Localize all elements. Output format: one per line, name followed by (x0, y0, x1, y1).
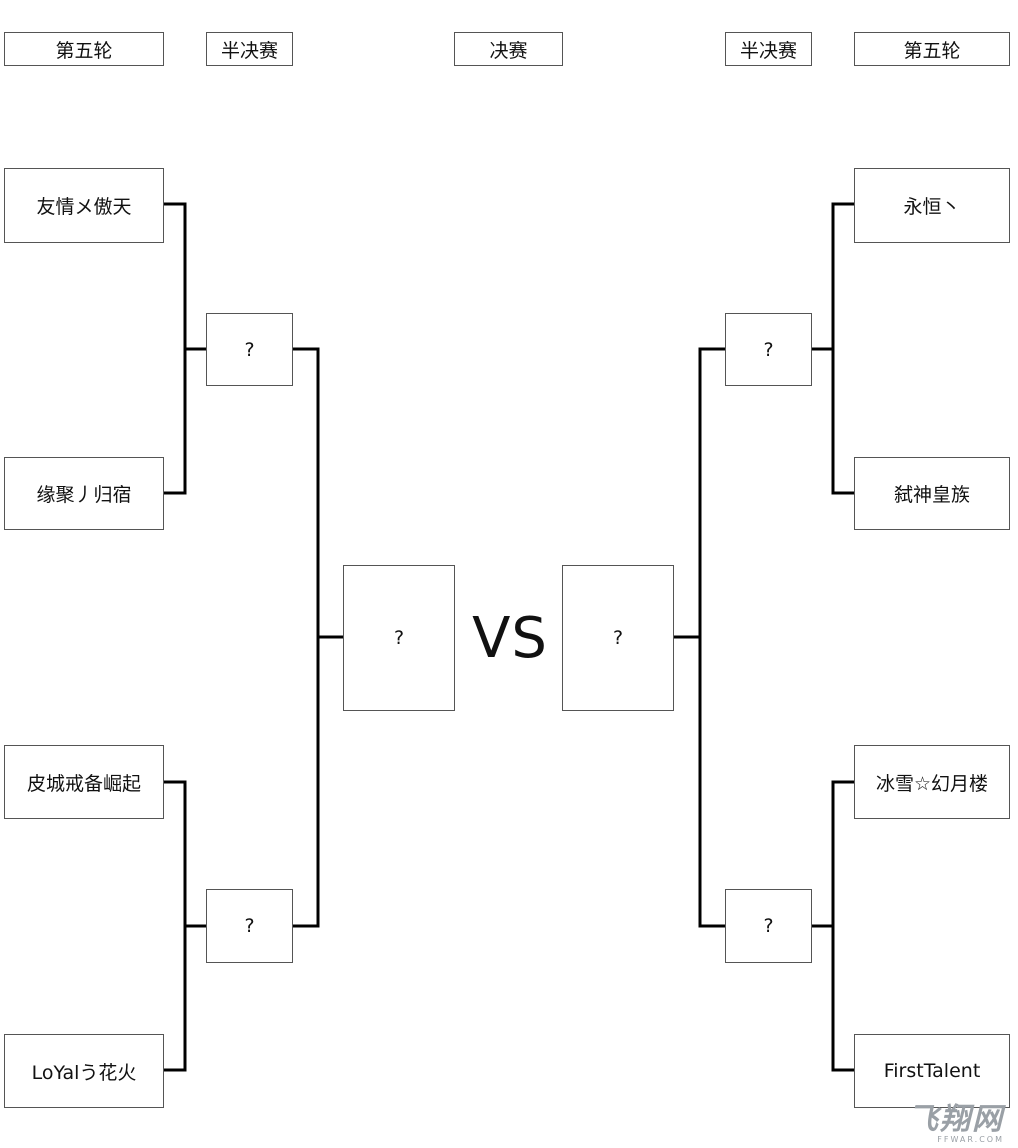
header-right-semi: 半决赛 (725, 32, 812, 66)
semi-right-top: ? (725, 313, 812, 386)
team-right-2: 弑神皇族 (854, 457, 1010, 530)
vs-label: VS (472, 605, 548, 671)
team-left-2: 缘聚丿归宿 (4, 457, 164, 530)
header-left-round5: 第五轮 (4, 32, 164, 66)
watermark-sub: FFWAR.COM (937, 1135, 1004, 1144)
watermark-main: 飞翔网 (908, 1102, 1004, 1137)
team-right-3: 冰雪☆幻月楼 (854, 745, 1010, 819)
connector-left-top-pair (163, 202, 187, 495)
header-final: 决赛 (454, 32, 563, 66)
final-right: ? (562, 565, 674, 711)
team-left-3: 皮城戒备崛起 (4, 745, 164, 819)
header-right-round5: 第五轮 (854, 32, 1010, 66)
team-right-1: 永恒丶 (854, 168, 1010, 243)
team-left-1: 友情メ傲天 (4, 168, 164, 243)
connector-right-semis (698, 347, 726, 928)
connector-right-top-pair (831, 202, 854, 495)
semi-left-top: ? (206, 313, 293, 386)
connector-right-bottom-pair (831, 780, 854, 1072)
connector-left-bottom-pair (163, 780, 187, 1072)
semi-right-bottom: ? (725, 889, 812, 963)
watermark-logo: 飞翔网 FFWAR.COM (908, 1102, 1004, 1145)
semi-left-bottom: ? (206, 889, 293, 963)
connector-left-semis (292, 347, 320, 928)
header-left-semi: 半决赛 (206, 32, 293, 66)
final-left: ? (343, 565, 455, 711)
team-left-4: LoYalう花火 (4, 1034, 164, 1108)
team-right-4: FirstTalent (854, 1034, 1010, 1108)
